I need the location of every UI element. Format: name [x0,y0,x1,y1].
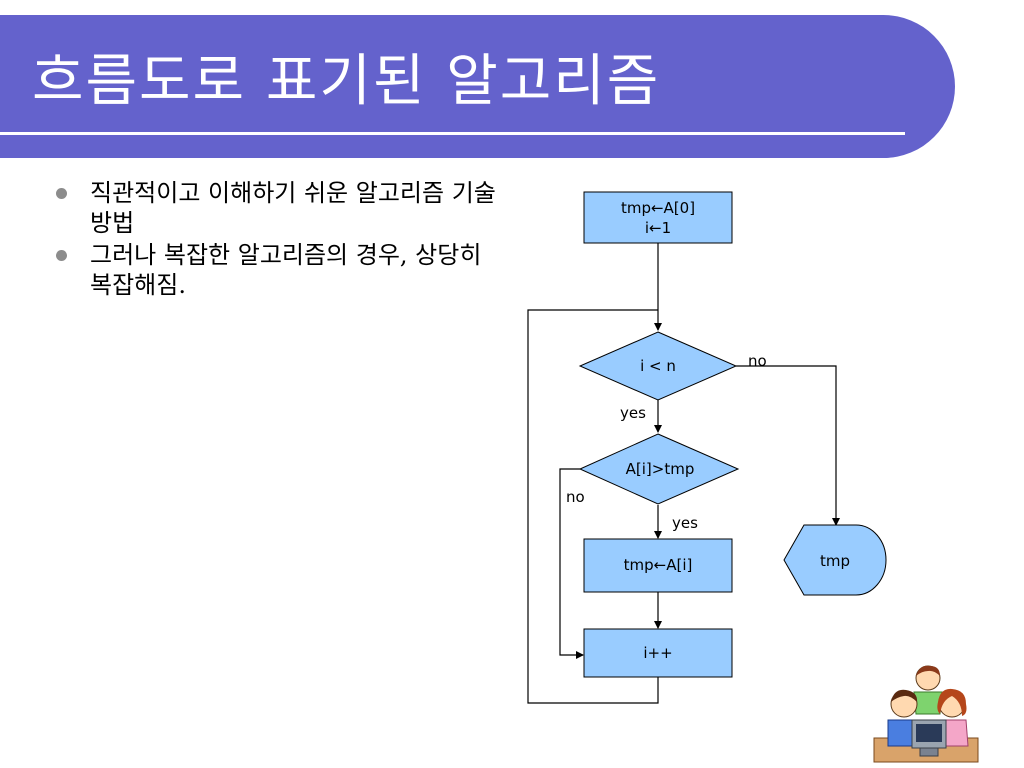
bullet-text: 직관적이고 이해하기 쉬운 알고리즘 기술 방법 [90,179,496,237]
output-text: tmp [820,552,850,570]
bullet-item: 그러나 복잡한 알고리즘의 경우, 상당히 복잡해짐. [56,240,506,300]
flowchart-condition-loop: i < n [578,331,738,401]
init-line1: tmp←A[0] [621,199,695,217]
increment-text: i++ [643,644,672,662]
bullet-text: 그러나 복잡한 알고리즘의 경우, 상당히 복잡해짐. [90,241,482,299]
label-cond2-no: no [566,488,585,506]
flowchart-increment-box: i++ [583,628,733,678]
bullet-dot-icon [56,188,67,199]
assign-text: tmp←A[i] [624,556,693,574]
bullet-list: 직관적이고 이해하기 쉬운 알고리즘 기술 방법 그러나 복잡한 알고리즘의 경… [56,178,506,302]
connector-cond2-no [559,468,584,659]
flowchart-condition-compare: A[i]>tmp [578,433,740,505]
connector-loop-back [527,309,659,704]
slide-title: 흐름도로 표기된 알고리즘 [32,49,661,114]
title-underline [0,132,905,135]
children-at-computer-clipart [873,665,979,763]
flowchart-output-display: tmp [783,524,887,596]
bullet-item: 직관적이고 이해하기 쉬운 알고리즘 기술 방법 [56,178,506,238]
bullet-dot-icon [56,250,67,261]
label-cond1-no: no [748,352,767,370]
init-line2: i←1 [645,219,671,237]
connector-cond1-no [736,365,840,526]
condition-compare-text: A[i]>tmp [626,460,695,478]
flowchart-init-box: tmp←A[0] i←1 [583,191,733,244]
flowchart-assign-box: tmp←A[i] [583,538,733,593]
condition-loop-text: i < n [640,357,676,375]
flowchart-connectors [527,243,840,704]
label-cond1-yes: yes [620,404,646,422]
label-cond2-yes: yes [672,514,698,532]
